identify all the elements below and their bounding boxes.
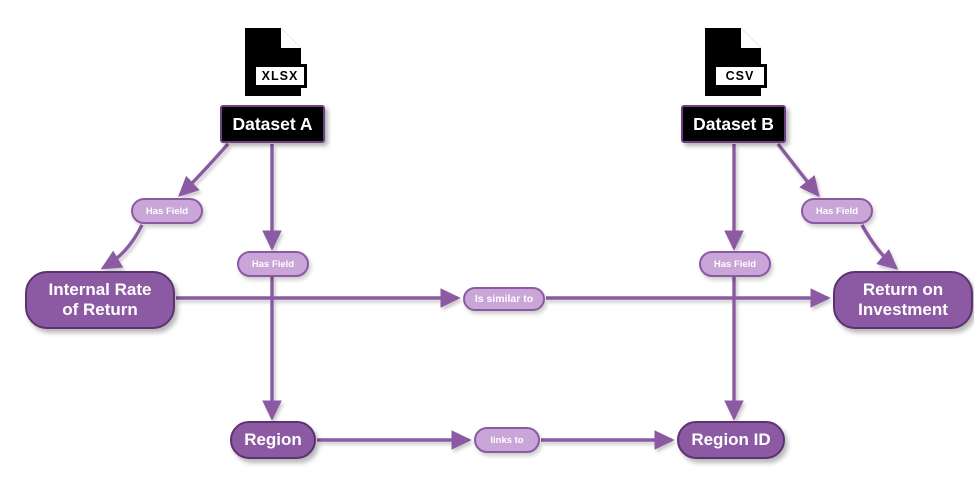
node-return-on-investment-label: Return on Investment xyxy=(858,280,948,319)
edge-label-text: links to xyxy=(490,434,524,446)
csv-file-icon: CSV xyxy=(705,28,767,96)
node-internal-rate-of-return[interactable]: Internal Rate of Return xyxy=(25,271,175,329)
node-dataset-b[interactable]: Dataset B xyxy=(681,105,786,143)
edge-label-has-field-b-roi[interactable]: Has Field xyxy=(801,198,873,224)
edge-has-field-to-internal-rate-of-return xyxy=(100,224,144,270)
edge-label-has-field-a-irr[interactable]: Has Field xyxy=(131,198,203,224)
edge-label-text: Has Field xyxy=(815,205,859,217)
edge-dataset-b-to-has-field-roi xyxy=(776,142,820,198)
node-dataset-a-label: Dataset A xyxy=(232,113,313,134)
edge-label-is-similar-to[interactable]: Is similar to xyxy=(463,287,545,311)
node-return-on-investment[interactable]: Return on Investment xyxy=(833,271,973,329)
edge-dataset-a-to-has-field-irr xyxy=(178,142,230,197)
edge-label-links-to[interactable]: links to xyxy=(474,427,540,453)
xlsx-file-icon: XLSX xyxy=(245,28,307,96)
edge-label-text: Has Field xyxy=(145,205,189,217)
edge-label-has-field-b-region-id[interactable]: Has Field xyxy=(699,251,771,277)
node-internal-rate-of-return-label: Internal Rate of Return xyxy=(48,280,152,319)
file-extension-label: CSV xyxy=(713,64,767,88)
node-region[interactable]: Region xyxy=(230,421,316,459)
file-fold-corner xyxy=(741,28,761,48)
edge-label-text: Has Field xyxy=(713,258,757,270)
node-region-id[interactable]: Region ID xyxy=(677,421,785,459)
node-region-id-label: Region ID xyxy=(691,430,771,450)
file-extension-label: XLSX xyxy=(253,64,307,88)
edge-has-field-to-return-on-investment xyxy=(860,224,899,270)
node-region-label: Region xyxy=(244,430,302,450)
edge-label-text: Is similar to xyxy=(474,293,534,305)
node-dataset-b-label: Dataset B xyxy=(693,113,774,134)
edge-label-has-field-a-region[interactable]: Has Field xyxy=(237,251,309,277)
edge-label-text: Has Field xyxy=(251,258,295,270)
file-fold-corner xyxy=(281,28,301,48)
node-dataset-a[interactable]: Dataset A xyxy=(220,105,325,143)
